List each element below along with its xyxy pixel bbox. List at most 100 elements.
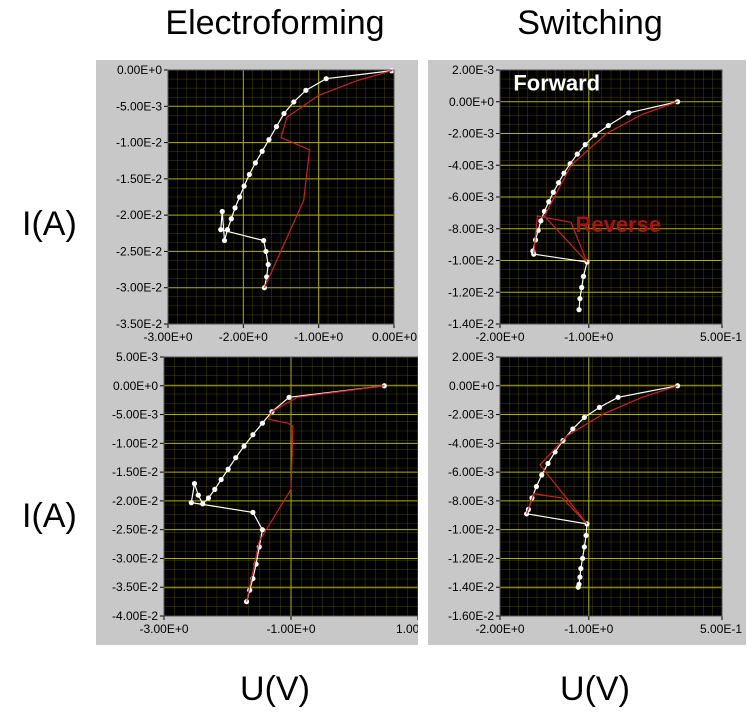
data-point xyxy=(538,218,544,224)
y-tick-label: -6.00E-3 xyxy=(448,190,494,204)
y-tick-label: -1.00E-2 xyxy=(448,523,494,537)
y-tick-label: -1.20E-2 xyxy=(448,285,494,299)
data-point xyxy=(265,261,271,268)
x-tick-label: 0.00E+0 xyxy=(372,330,417,344)
y-tick-label: -1.00E-2 xyxy=(116,136,162,150)
data-point xyxy=(233,455,239,461)
y-tick-label: -3.50E-2 xyxy=(112,580,158,594)
data-point xyxy=(579,555,586,562)
data-point xyxy=(323,76,329,82)
data-point xyxy=(236,194,243,200)
data-point xyxy=(291,99,297,105)
x-tick-label: -1.00E+0 xyxy=(564,622,613,636)
x-tick-label: 1.00E+0 xyxy=(396,622,418,636)
y-tick-label: -2.00E-2 xyxy=(116,208,162,222)
data-point xyxy=(605,122,611,129)
data-point xyxy=(225,466,231,472)
data-point xyxy=(546,199,552,205)
y-tick-label: -8.00E-3 xyxy=(448,222,494,236)
data-point xyxy=(582,142,588,148)
plot-frame xyxy=(499,69,723,325)
data-point xyxy=(533,483,540,490)
data-point xyxy=(205,495,212,501)
y-tick-label: -1.00E-2 xyxy=(448,254,494,268)
y-tick-label: -6.00E-3 xyxy=(448,465,494,479)
data-point xyxy=(264,274,270,280)
y-tick-label: -5.00E-3 xyxy=(112,408,158,422)
data-point xyxy=(232,205,238,211)
data-point xyxy=(219,208,225,215)
row-label-bottom: I(A) xyxy=(22,497,77,535)
x-tick-label: -3.00E+0 xyxy=(143,330,192,344)
chart-top-right: 2.00E-30.00E+0-2.00E-3-4.00E-3-6.00E-3-8… xyxy=(448,63,742,344)
data-point xyxy=(570,426,576,432)
data-point xyxy=(580,273,587,279)
data-point xyxy=(252,160,258,166)
y-tick-label: -1.40E-2 xyxy=(448,317,494,331)
y-tick-label: -5.00E-3 xyxy=(116,99,162,113)
reverse-series-line xyxy=(526,385,678,525)
y-tick-label: -1.20E-2 xyxy=(448,551,494,565)
chart-top-left: 0.00E+0 -5.00E-3 -1.00E-2 -1.50E-2 -2.00E-2 -… xyxy=(116,63,417,344)
x-axis-title-right: U(V) xyxy=(560,670,630,708)
forward-series-line xyxy=(190,385,385,602)
y-tick-label: 2.00E-3 xyxy=(452,63,494,77)
y-tick-label: 0.00E+0 xyxy=(113,379,158,393)
column-title-electroforming: Electroforming xyxy=(165,4,385,42)
chart-bottom-left: 5.00E-30.00E+0-5.00E-3-1.00E-2-1.50E-2-2… xyxy=(112,350,418,636)
y-tick-label: -2.00E-2 xyxy=(112,494,158,508)
data-point xyxy=(273,124,280,130)
data-point xyxy=(381,383,387,389)
y-tick-label: -1.40E-2 xyxy=(448,580,494,594)
data-point xyxy=(545,460,551,467)
y-tick-label: -2.50E-2 xyxy=(112,523,158,537)
data-point xyxy=(575,584,581,590)
reverse-series-line xyxy=(263,70,392,288)
data-point xyxy=(535,227,541,233)
x-tick-label: -1.00E+0 xyxy=(564,330,613,344)
data-point xyxy=(218,227,224,233)
data-point xyxy=(550,189,556,195)
data-point xyxy=(250,432,256,438)
data-point xyxy=(195,492,201,498)
forward-series-line xyxy=(532,101,678,310)
x-tick-label: -3.00E+0 xyxy=(139,622,188,636)
y-tick-label: -2.50E-2 xyxy=(116,244,162,258)
chart-panel-top-left: 0.00E+0 -5.00E-3 -1.00E-2 -1.50E-2 -2.00E-2 -… xyxy=(96,60,418,350)
data-point xyxy=(556,180,562,186)
y-tick-label: -1.50E-2 xyxy=(112,465,158,479)
data-point xyxy=(574,151,580,157)
plot-frame xyxy=(499,356,723,617)
data-point xyxy=(626,110,632,116)
y-tick-label: -2.00E-3 xyxy=(448,408,494,422)
x-tick-label: -2.00E+0 xyxy=(475,330,524,344)
x-tick-label: -2.00E+0 xyxy=(219,330,268,344)
data-point xyxy=(243,599,250,605)
y-tick-label: -1.50E-2 xyxy=(116,172,162,186)
reverse-series-line xyxy=(245,385,385,602)
data-point xyxy=(191,481,198,487)
y-tick-label: -1.00E-2 xyxy=(112,436,158,450)
data-point xyxy=(246,171,252,178)
data-point xyxy=(259,420,266,426)
data-point xyxy=(539,472,545,478)
plot-frame xyxy=(163,356,418,617)
data-point xyxy=(579,284,585,291)
data-point xyxy=(241,183,247,189)
y-tick-label: -3.00E-2 xyxy=(112,551,158,565)
data-point xyxy=(615,394,621,400)
y-tick-label: 0.00E+0 xyxy=(449,379,494,393)
y-tick-label: -3.00E-2 xyxy=(116,281,162,295)
data-point xyxy=(263,248,269,255)
data-point xyxy=(286,394,292,400)
data-point xyxy=(577,574,583,580)
data-point xyxy=(596,404,603,410)
data-point xyxy=(221,237,228,244)
column-title-switching: Switching xyxy=(517,4,663,42)
x-axis-title-left: U(V) xyxy=(240,670,310,708)
data-point xyxy=(531,251,537,257)
x-tick-label: -1.00E+0 xyxy=(266,622,315,636)
data-point xyxy=(259,148,265,154)
